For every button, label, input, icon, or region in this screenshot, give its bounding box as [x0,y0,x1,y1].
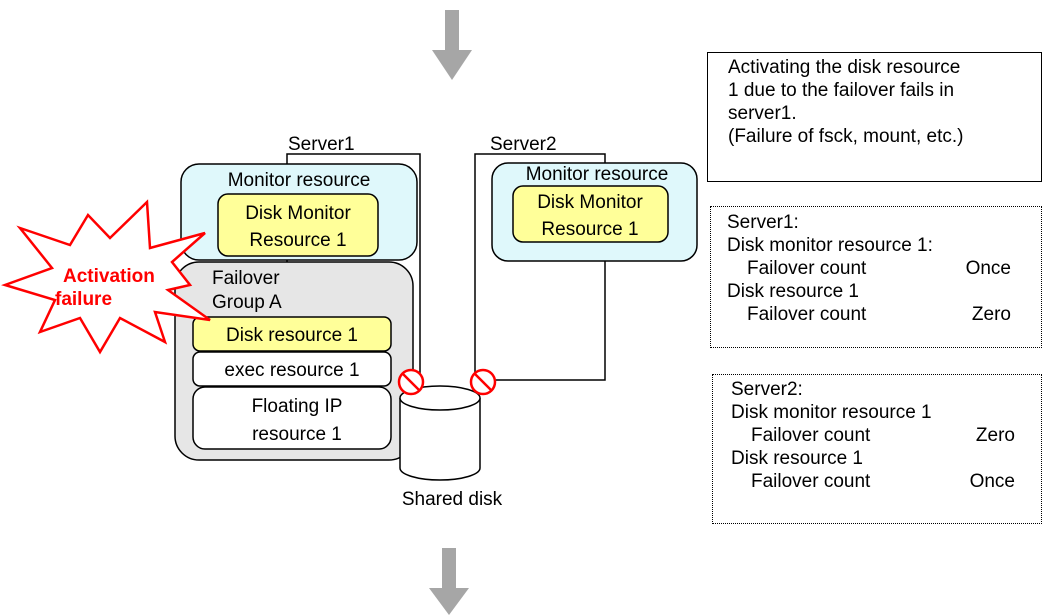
server2-outline [474,153,606,381]
disk-resource-1-label: Disk resource 1 [226,325,358,346]
server1-disk-monitor-line1: Disk Monitor [245,203,351,224]
server1-disk-count-value: Zero [971,304,1011,325]
server2-monitor-title: Monitor resource [526,164,669,185]
top-flow-arrow [432,10,472,80]
server2-disk-count-value: Once [969,471,1015,492]
server2-failover-counts: Server2: Disk monitor resource 1 Failove… [712,374,1042,524]
server2-disk-label: Disk resource 1 [731,448,863,469]
shared-disk-icon [399,385,481,481]
server2-monitor-count-row: Failover count Zero [731,424,1015,447]
server1-disk-monitor-line2: Resource 1 [249,230,346,251]
server1-label: Server1 [288,134,355,155]
server2-label: Server2 [490,134,557,155]
activation-failure-burst [1,199,211,355]
activation-note-line: 1 due to the failover fails in [728,80,955,101]
server2-disk-monitor-line2: Resource 1 [541,219,638,240]
activation-note-line: server1. [728,103,797,124]
server2-monitor-count-label: Failover count [751,425,871,446]
floating-ip-resource-line2: resource 1 [252,424,342,445]
server1-disk-label: Disk resource 1 [727,281,859,302]
floating-ip-resource-line1: Floating IP [252,396,343,417]
server1-disk-count-row: Failover count Zero [727,303,1011,326]
server1-monitor-count-label: Failover count [747,258,867,279]
failover-group-title-line2: Group A [212,292,282,313]
activation-failure-line1: Activation [63,266,155,287]
shared-disk-label: Shared disk [402,489,503,510]
server2-monitor-label: Disk monitor resource 1 [731,402,932,423]
server1-blocked-access-icon [397,368,425,396]
server2-disk-monitor-line1: Disk Monitor [537,192,643,213]
activation-note-line: (Failure of fsck, mount, etc.) [728,126,964,147]
exec-resource-1-label: exec resource 1 [224,360,359,381]
disk-resource-1-box [192,316,392,352]
server1-monitor-label: Disk monitor resource 1: [727,235,933,256]
server1-monitor-count-value: Once [965,258,1011,279]
activation-note-line: Activating the disk resource [728,57,961,78]
server2-monitor-count-value: Zero [975,425,1015,446]
floating-ip-resource-1-box [192,386,392,450]
activation-note: Activating the disk resource 1 due to th… [707,52,1042,182]
failover-group-title-line1: Failover [212,268,280,289]
server2-disk-count-label: Failover count [751,471,871,492]
server1-failover-counts: Server1: Disk monitor resource 1: Failov… [710,206,1042,348]
server1-monitor-count-row: Failover count Once [727,257,1011,280]
server2-counts-title: Server2: [731,379,803,400]
exec-resource-1-box [192,351,392,387]
server1-monitor-title: Monitor resource [228,170,371,191]
server2-disk-monitor-resource [512,185,669,243]
server1-disk-monitor-resource [217,193,379,257]
server2-blocked-access-icon [469,368,497,396]
server1-counts-title: Server1: [727,212,799,233]
server2-disk-count-row: Failover count Once [731,470,1015,493]
activation-failure-line2: failure [55,289,112,310]
bottom-flow-arrow [429,548,469,615]
server1-disk-count-label: Failover count [747,304,867,325]
